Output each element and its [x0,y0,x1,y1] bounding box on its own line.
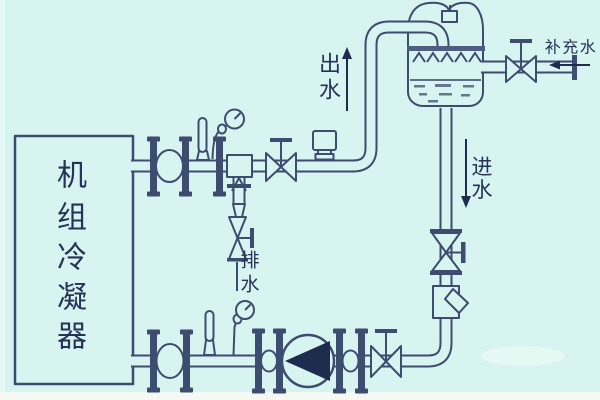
flexible-joint-return [147,329,193,393]
supply-pipe-outlet [131,20,450,173]
drain-char-1: 排 [240,250,259,272]
supply-globe-valve [265,138,297,182]
valve-handle [510,39,532,43]
condenser-char-4: 凝 [57,282,87,315]
flange [147,136,160,197]
flow-switch [312,130,337,161]
flange [355,328,368,394]
gauge-needle [233,112,242,120]
condenser-char-1: 机 [57,160,87,193]
circulating-pump-assembly [252,328,368,394]
circulating-pump [280,333,336,389]
valve-handle [250,228,254,248]
makeup-text: 补充水 [545,39,598,57]
flange [179,136,192,197]
inlet-char-2: 水 [472,178,493,202]
left-edge-highlight [0,0,5,392]
up-arrow-icon [342,47,352,111]
condenser-char-2: 组 [57,202,87,235]
flange [333,328,346,394]
flexible-coupling [341,349,360,373]
return-globe-valve [370,329,402,378]
pipe-end-cap [572,55,577,80]
valve-handle [375,329,397,333]
makeup-water-label: 补充水 [545,39,598,70]
inlet-water-label: 进 水 [461,139,493,208]
outlet-char-1: 出 [319,52,341,77]
drain-tee [226,154,253,192]
outlet-water-label: 出 水 [319,47,352,111]
condenser-char-3: 冷 [57,242,87,275]
flexible-joint-supply [147,136,192,197]
unit-condenser: 机 组 冷 凝 器 [13,134,135,386]
flange [147,329,160,393]
pressure-gauge-supply [211,108,245,160]
pressure-gauge-return [232,300,255,356]
valve-handle [270,138,292,142]
flange [252,328,265,394]
left-arrow-icon [549,60,590,70]
down-arrow-icon [461,139,471,208]
inlet-globe-valve [430,229,466,275]
thermometer-return [203,310,216,356]
drain-globe-valve [227,203,254,262]
outlet-char-2: 水 [319,78,341,103]
float-box [441,10,458,23]
drain-char-2: 水 [240,274,259,296]
flange [180,329,193,393]
gauge-needle [244,303,252,311]
pump-impeller-triangle [285,341,330,381]
spray-deck [407,46,485,63]
makeup-globe-valve [505,39,537,83]
water-level-marks [410,79,481,103]
drain-water-label: 排 水 [240,250,259,296]
paper-smudge [481,346,565,366]
inlet-char-1: 进 [472,155,493,179]
flange [273,328,286,394]
valve-handle [461,242,466,263]
thermometer-supply [196,117,210,161]
y-strainer [432,285,469,319]
flexible-coupling [260,349,278,373]
spray-nozzles [412,51,482,63]
condenser-label: 机 组 冷 凝 器 [57,160,87,354]
return-pipe-inlet [131,108,453,368]
bottom-strip [0,392,600,400]
condenser-char-5: 器 [57,321,87,354]
